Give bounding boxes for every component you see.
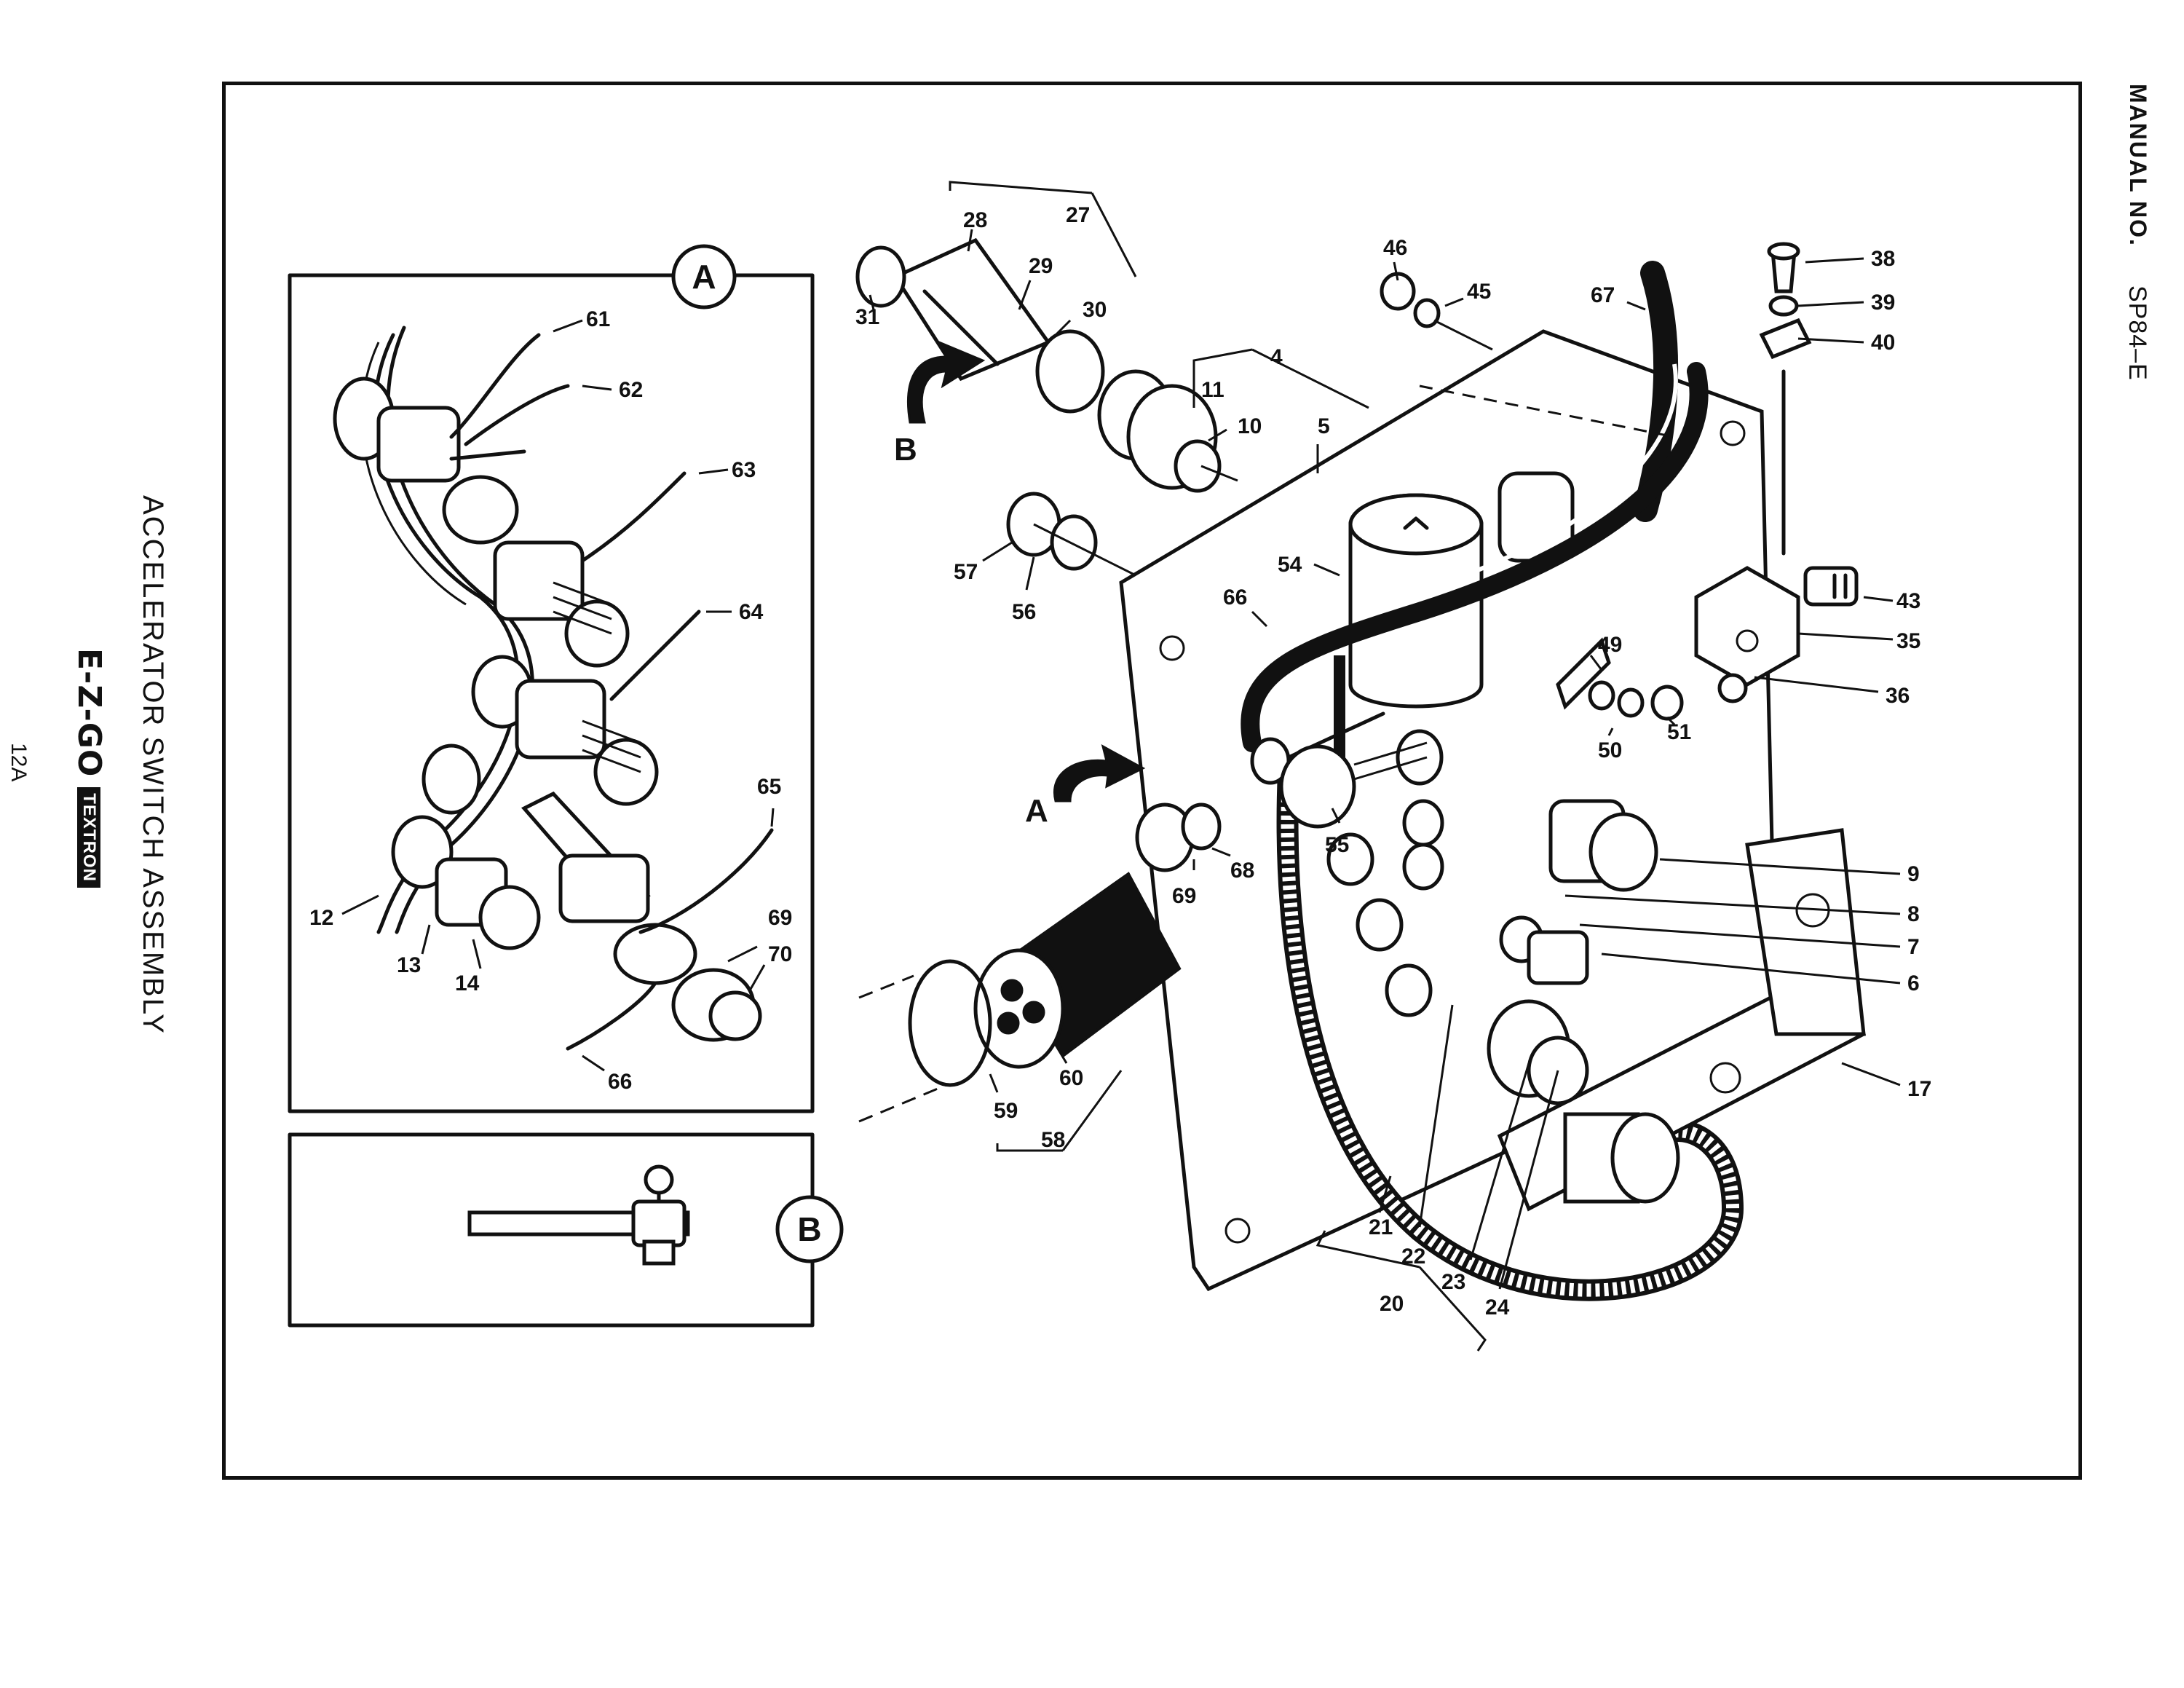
switch-clip (1556, 637, 1684, 721)
terminal-stud (391, 744, 541, 950)
callout-7: 7 (1907, 935, 1920, 959)
callout-69: 69 (768, 906, 792, 930)
callout-22: 22 (1401, 1245, 1425, 1269)
callout-9: 9 (1907, 862, 1920, 886)
callout-8: 8 (1907, 902, 1920, 926)
ground-lug (1135, 711, 1428, 872)
diagram-frame (222, 82, 2082, 1480)
callout-6: 6 (1907, 971, 1920, 995)
callout-68: 68 (1230, 859, 1254, 883)
callout-67: 67 (1591, 283, 1615, 307)
callout-51: 51 (1667, 720, 1691, 744)
inset-a-label: A (692, 258, 716, 296)
terminal-stud (333, 376, 526, 545)
callout-4: 4 (1270, 345, 1283, 369)
callout-36: 36 (1886, 684, 1910, 708)
nut-washer-small (1380, 272, 1675, 438)
callout-50: 50 (1598, 738, 1622, 762)
inset-b-label: B (797, 1210, 821, 1248)
callout-23: 23 (1441, 1270, 1465, 1294)
wheel-roller-assembly (855, 237, 1238, 493)
callout-69-main: 69 (1172, 884, 1196, 908)
view-b-arrow (906, 340, 986, 424)
callout-40: 40 (1871, 331, 1895, 355)
callout-39: 39 (1871, 291, 1895, 315)
callout-56: 56 (1012, 600, 1036, 624)
callout-38: 38 (1871, 247, 1895, 271)
callout-24: 24 (1485, 1295, 1510, 1320)
callout-46: 46 (1383, 236, 1407, 260)
harness-connector (858, 872, 1182, 1123)
callout-54: 54 (1278, 553, 1302, 577)
callout-58: 58 (1041, 1128, 1065, 1152)
actuator-bracket (1497, 828, 1866, 1212)
view-marker-a: A (1025, 793, 1048, 829)
callout-11: 11 (1201, 378, 1224, 402)
callout-59: 59 (994, 1099, 1018, 1123)
callout-12: 12 (309, 906, 333, 930)
callout-65: 65 (757, 775, 781, 799)
terminal-stud (471, 655, 659, 806)
main-assembly: B A (855, 181, 1931, 1352)
callout-64: 64 (739, 600, 764, 624)
callout-5: 5 (1318, 414, 1330, 438)
view-a-arrow (1053, 744, 1146, 802)
terminal-block (1694, 242, 1859, 703)
callout-13: 13 (397, 953, 421, 977)
callout-60: 60 (1059, 1066, 1083, 1090)
plate-hole (1224, 1218, 1251, 1244)
callout-27: 27 (1066, 203, 1090, 227)
callout-63: 63 (732, 458, 756, 482)
callout-10: 10 (1238, 414, 1262, 438)
plate-hole (1720, 420, 1746, 446)
callout-70: 70 (768, 942, 792, 966)
callout-61: 61 (586, 307, 610, 331)
callout-14: 14 (455, 971, 480, 995)
callout-35: 35 (1896, 629, 1920, 653)
callout-49: 49 (1598, 633, 1622, 657)
callout-31: 31 (855, 305, 879, 329)
callout-43: 43 (1896, 589, 1920, 613)
terminal-nut (1326, 729, 1658, 1105)
callout-66: 66 (608, 1070, 632, 1094)
inset-a: A (288, 244, 815, 1113)
callout-29: 29 (1029, 254, 1053, 278)
callout-28: 28 (963, 208, 987, 232)
callout-21: 21 (1369, 1215, 1393, 1239)
callout-55: 55 (1325, 833, 1349, 857)
inset-b: B (288, 1132, 844, 1328)
callout-20: 20 (1380, 1292, 1404, 1316)
callout-66-main: 66 (1223, 585, 1247, 610)
callout-62: 62 (619, 378, 643, 402)
callout-17: 17 (1907, 1077, 1931, 1101)
view-marker-b: B (894, 432, 917, 468)
terminal-stud (493, 540, 630, 668)
braided-harness (1276, 761, 1744, 1301)
plate-hole (1159, 635, 1185, 661)
cable-bundle (1241, 261, 1709, 772)
nut-washer (1006, 492, 1136, 577)
terminal-stud (521, 791, 762, 1042)
callout-30: 30 (1083, 298, 1107, 322)
callout-57: 57 (954, 560, 978, 584)
callout-45: 45 (1467, 280, 1491, 304)
